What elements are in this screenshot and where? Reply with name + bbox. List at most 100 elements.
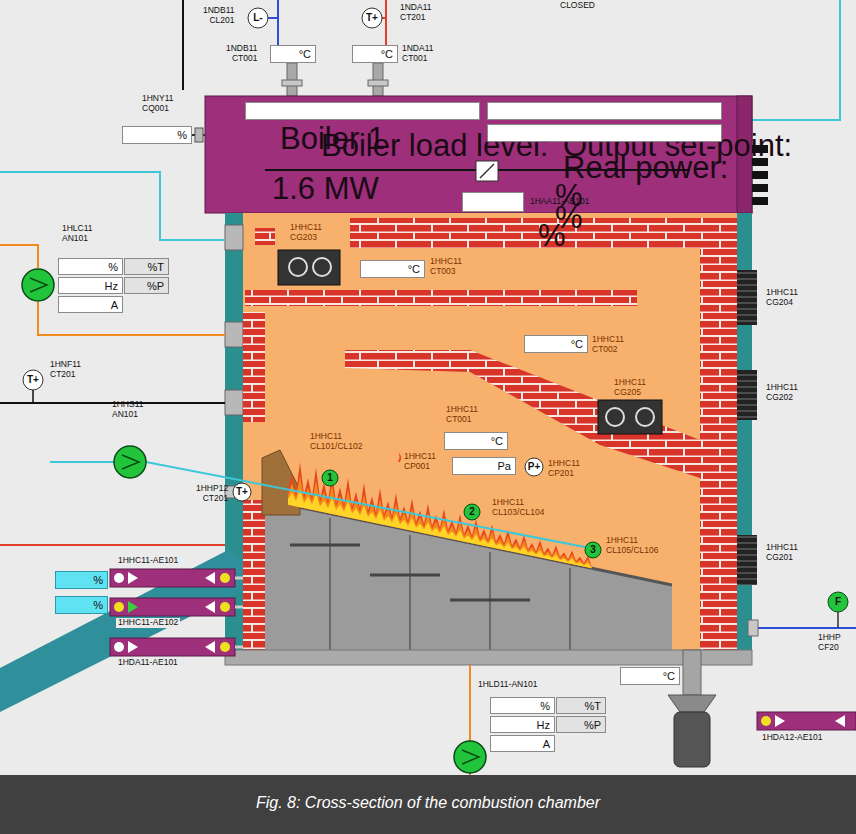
flow-sensor (828, 592, 848, 612)
wall-port (225, 390, 243, 415)
brick-lining (243, 500, 265, 650)
value-text: °C (663, 670, 675, 682)
tag-label: 1HHC11 CG202 (766, 383, 798, 403)
readout-box: % (490, 697, 555, 714)
flame (288, 489, 592, 568)
ash-hopper (668, 695, 716, 712)
unit-cell: %T (124, 258, 169, 275)
inspection-port (737, 535, 757, 585)
tag-label: 1NDA11 CT201 (400, 3, 432, 23)
red-pipe (0, 544, 225, 546)
actuator-arrow (205, 572, 215, 584)
inspection-port (737, 270, 757, 325)
unit-cell: %P (124, 277, 169, 294)
tag-label: 1HNY11 CQ001 (142, 94, 174, 114)
tag-label: 1NDB11 CL201 (203, 6, 235, 26)
pipe-stub (748, 620, 758, 636)
cyan-line (752, 0, 840, 120)
valve-diagonal (480, 164, 494, 178)
fan-mark (122, 455, 139, 469)
sensor-letter: F (828, 595, 848, 609)
value-text: %T (585, 700, 602, 712)
connector (752, 197, 768, 205)
value-text: Real power: (563, 151, 728, 185)
value-text: °C (571, 338, 583, 350)
ash-pipe (683, 650, 701, 695)
probe-flange (195, 128, 203, 142)
burner-wheel (606, 408, 624, 426)
readout-box: A (58, 296, 123, 313)
callout-number: 1 (320, 471, 340, 485)
fan-mark (462, 750, 479, 764)
actuator-bar (757, 712, 856, 730)
boiler-panel (205, 96, 752, 213)
readout-box: °C (352, 45, 398, 63)
value-text: °C (299, 48, 311, 60)
fan-body (114, 446, 146, 478)
grate-support (569, 568, 571, 650)
readout-box: Pa (452, 457, 516, 475)
sensor-letter: T+ (362, 11, 382, 25)
readout-box: % (122, 126, 192, 144)
burner-wheel (636, 408, 654, 426)
value-text: %P (147, 280, 164, 292)
chamber-wall (225, 213, 752, 665)
tag-label: 1HHP CF20 (818, 633, 841, 653)
tag-label: 1HHC11 CP001 (404, 452, 436, 472)
actuator-arrow (128, 641, 138, 653)
readout-box: % (58, 258, 123, 275)
value-text: °C (408, 263, 420, 275)
fan-body (454, 741, 486, 773)
sensor-letter: P+ (524, 460, 544, 474)
readout-box: A (490, 735, 555, 752)
red-pipe (385, 0, 387, 45)
caption-bar (0, 775, 856, 834)
sensor-stem (32, 390, 34, 403)
actuator-arrow (205, 641, 215, 653)
readout-box: Hz (490, 716, 555, 733)
pressure-sensor (525, 458, 543, 476)
burner-wheel (313, 258, 331, 276)
ash-container (674, 712, 710, 767)
actuator-rod (235, 606, 243, 609)
value-text: °C (491, 435, 503, 447)
tag-label: 1HLC11 AN101 (62, 224, 93, 244)
actuator-rod (235, 646, 243, 649)
setpoint-box: % (55, 596, 108, 614)
fan-symbol (22, 269, 54, 301)
value-text: % (177, 129, 187, 141)
tag-label: 1HHC11 CG203 (290, 223, 322, 243)
burner-unit (598, 400, 662, 434)
actuator-dot (220, 642, 230, 652)
grate-bar (290, 544, 360, 547)
temp-sensor (233, 483, 251, 501)
tag-label: 1HHS11 AN101 (112, 400, 144, 420)
flame (288, 476, 592, 569)
signal-line (182, 0, 184, 90)
tag-label: 1HHP12 CT201 (196, 484, 228, 504)
tag-label: 1HHC11 CT003 (430, 257, 462, 277)
tag-label: 1HHC11 CG204 (766, 288, 798, 308)
callout-number: 2 (462, 505, 482, 519)
actuator-arrow (775, 715, 785, 727)
value-text: Pa (498, 460, 511, 472)
grate-support (329, 518, 331, 650)
wall-port (225, 322, 243, 347)
burner-wheel (289, 258, 307, 276)
unit-cell: %P (556, 716, 606, 733)
connector (752, 184, 768, 192)
actuator-dot (114, 642, 124, 652)
readout-box: Hz (58, 277, 123, 294)
inspection-port (737, 370, 757, 420)
value-text: %T (148, 261, 165, 273)
readout-box: °C (360, 260, 425, 278)
temp-sensor (362, 8, 382, 28)
combustion-space (243, 213, 737, 650)
flame-icon (398, 452, 401, 462)
moving-grate (265, 500, 672, 650)
actuator-arrow (835, 715, 845, 727)
tag-label: 1HHC11 CL103/CL104 (492, 498, 544, 518)
tag-label: 1NDB11 CT001 (226, 44, 258, 64)
air-duct (0, 245, 38, 268)
